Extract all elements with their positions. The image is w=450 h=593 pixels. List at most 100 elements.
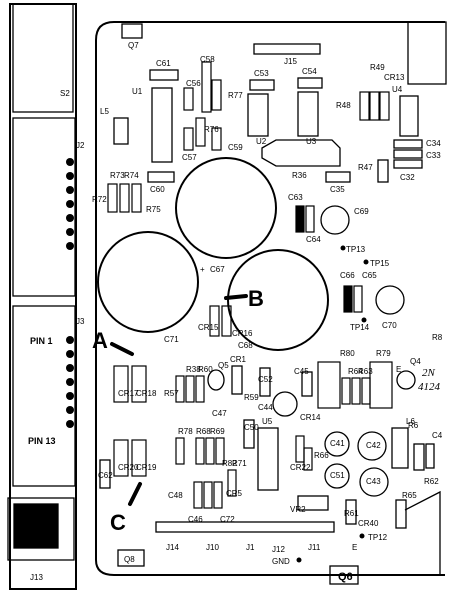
label-j3: J3 (76, 317, 85, 326)
transistor-q7 (121, 23, 143, 39)
label-tp15: TP15 (370, 259, 390, 268)
label-c52: C52 (258, 375, 273, 384)
label-q8: Q8 (124, 555, 135, 564)
label-c50: C50 (244, 423, 259, 432)
label-q4: Q4 (410, 357, 421, 366)
label-j2: J2 (76, 141, 85, 150)
callout-b-pointer (224, 294, 248, 300)
label-c58: C58 (200, 55, 215, 64)
label-r74: R74 (124, 171, 139, 180)
resistor-r47 (377, 159, 389, 183)
label-r57: R57 (164, 389, 179, 398)
label-l5: L5 (100, 107, 109, 116)
label-c34: C34 (426, 139, 441, 148)
label-r63: R63 (358, 367, 373, 376)
label-c62: C62 (98, 471, 113, 480)
label-r8: R8 (432, 333, 443, 342)
label-r62: R62 (424, 477, 439, 486)
callout-a: A (92, 328, 108, 353)
corner-bracket-bottom (404, 490, 441, 575)
cap-c54 (297, 77, 323, 89)
label-cr16: CR16 (232, 329, 253, 338)
transistor-q8 (117, 549, 145, 567)
label-cr1: CR1 (230, 355, 247, 364)
ic-u2 (247, 93, 269, 137)
ic-u4 (399, 95, 419, 137)
label-j1: J1 (246, 543, 255, 552)
label-cr5: CR5 (226, 489, 243, 498)
label-c53: C53 (254, 69, 269, 78)
connector-j2-body (12, 117, 76, 297)
label-u5: U5 (262, 417, 273, 426)
label-c60: C60 (150, 185, 165, 194)
cap-c35 (325, 171, 351, 183)
resistor-r65 (395, 499, 407, 529)
label-vr2: VR2 (290, 505, 306, 514)
label-r59: R59 (244, 393, 259, 402)
label-gnd: GND (272, 557, 290, 566)
header-j15 (253, 43, 321, 55)
label-r82: R82 (222, 459, 237, 468)
cap-c50 (243, 419, 255, 449)
cap-c70 (375, 285, 405, 315)
large-capacitor-right (227, 249, 329, 351)
label-q5: Q5 (218, 361, 229, 370)
label-r72: R72 (92, 195, 107, 204)
plus-mark: + (200, 265, 205, 274)
cr1-body (231, 365, 243, 395)
label-cr18: CR18 (136, 389, 157, 398)
label-c54: C54 (302, 67, 317, 76)
label-c46: C46 (188, 515, 203, 524)
label-r71: R71 (232, 459, 247, 468)
cap-c69 (320, 205, 350, 235)
label-cr13: CR13 (384, 73, 405, 82)
label-tp14: TP14 (350, 323, 370, 332)
callout-a-pointer (110, 342, 134, 356)
label-j14: J14 (166, 543, 179, 552)
label-r77: R77 (228, 91, 243, 100)
label-r66: R66 (314, 451, 329, 460)
transistor-q6 (329, 565, 359, 585)
label-r61: R61 (344, 509, 359, 518)
connector-j3-body (12, 305, 76, 487)
cap-c44 (272, 391, 298, 417)
label-c71: C71 (164, 335, 179, 344)
cap-c61 (149, 69, 179, 81)
label-c44: C44 (258, 403, 273, 412)
label-j10: J10 (206, 543, 219, 552)
cap-c43 (359, 467, 389, 497)
connector-j13-housing (7, 497, 75, 561)
label-c47: C47 (212, 409, 227, 418)
label-cr40: CR40 (358, 519, 379, 528)
label-c32: C32 (400, 173, 415, 182)
label-c41: C41 (330, 439, 345, 448)
label-cr15: CR15 (198, 323, 219, 332)
label-pin13: PIN 13 (28, 436, 56, 446)
cap-c32 (393, 159, 423, 169)
label-r64: R64 (348, 367, 363, 376)
label-r79: R79 (376, 349, 391, 358)
cap-c42 (357, 431, 387, 461)
label-cr19: CR19 (136, 463, 157, 472)
label-r38: R38 (186, 365, 201, 374)
label-c64: C64 (306, 235, 321, 244)
transistor-q4 (396, 370, 416, 390)
label-c68: C68 (238, 341, 253, 350)
inductor-l5 (113, 117, 129, 145)
cap-c53 (249, 79, 275, 91)
cap-c41 (324, 431, 350, 457)
large-capacitor-left (97, 231, 199, 333)
label-c66: C66 (340, 271, 355, 280)
label-r76: R76 (204, 125, 219, 134)
ic-u1 (151, 87, 173, 163)
label-c59: C59 (228, 143, 243, 152)
label-c4: C4 (432, 431, 443, 440)
label-q6-e: E (352, 543, 357, 552)
label-cr14: CR14 (300, 413, 321, 422)
corner-bracket (407, 21, 447, 85)
label-c70: C70 (382, 321, 397, 330)
vr2-body (297, 495, 329, 511)
label-r75: R75 (146, 205, 161, 214)
label-r47: R47 (358, 163, 373, 172)
label-c33: C33 (426, 151, 441, 160)
